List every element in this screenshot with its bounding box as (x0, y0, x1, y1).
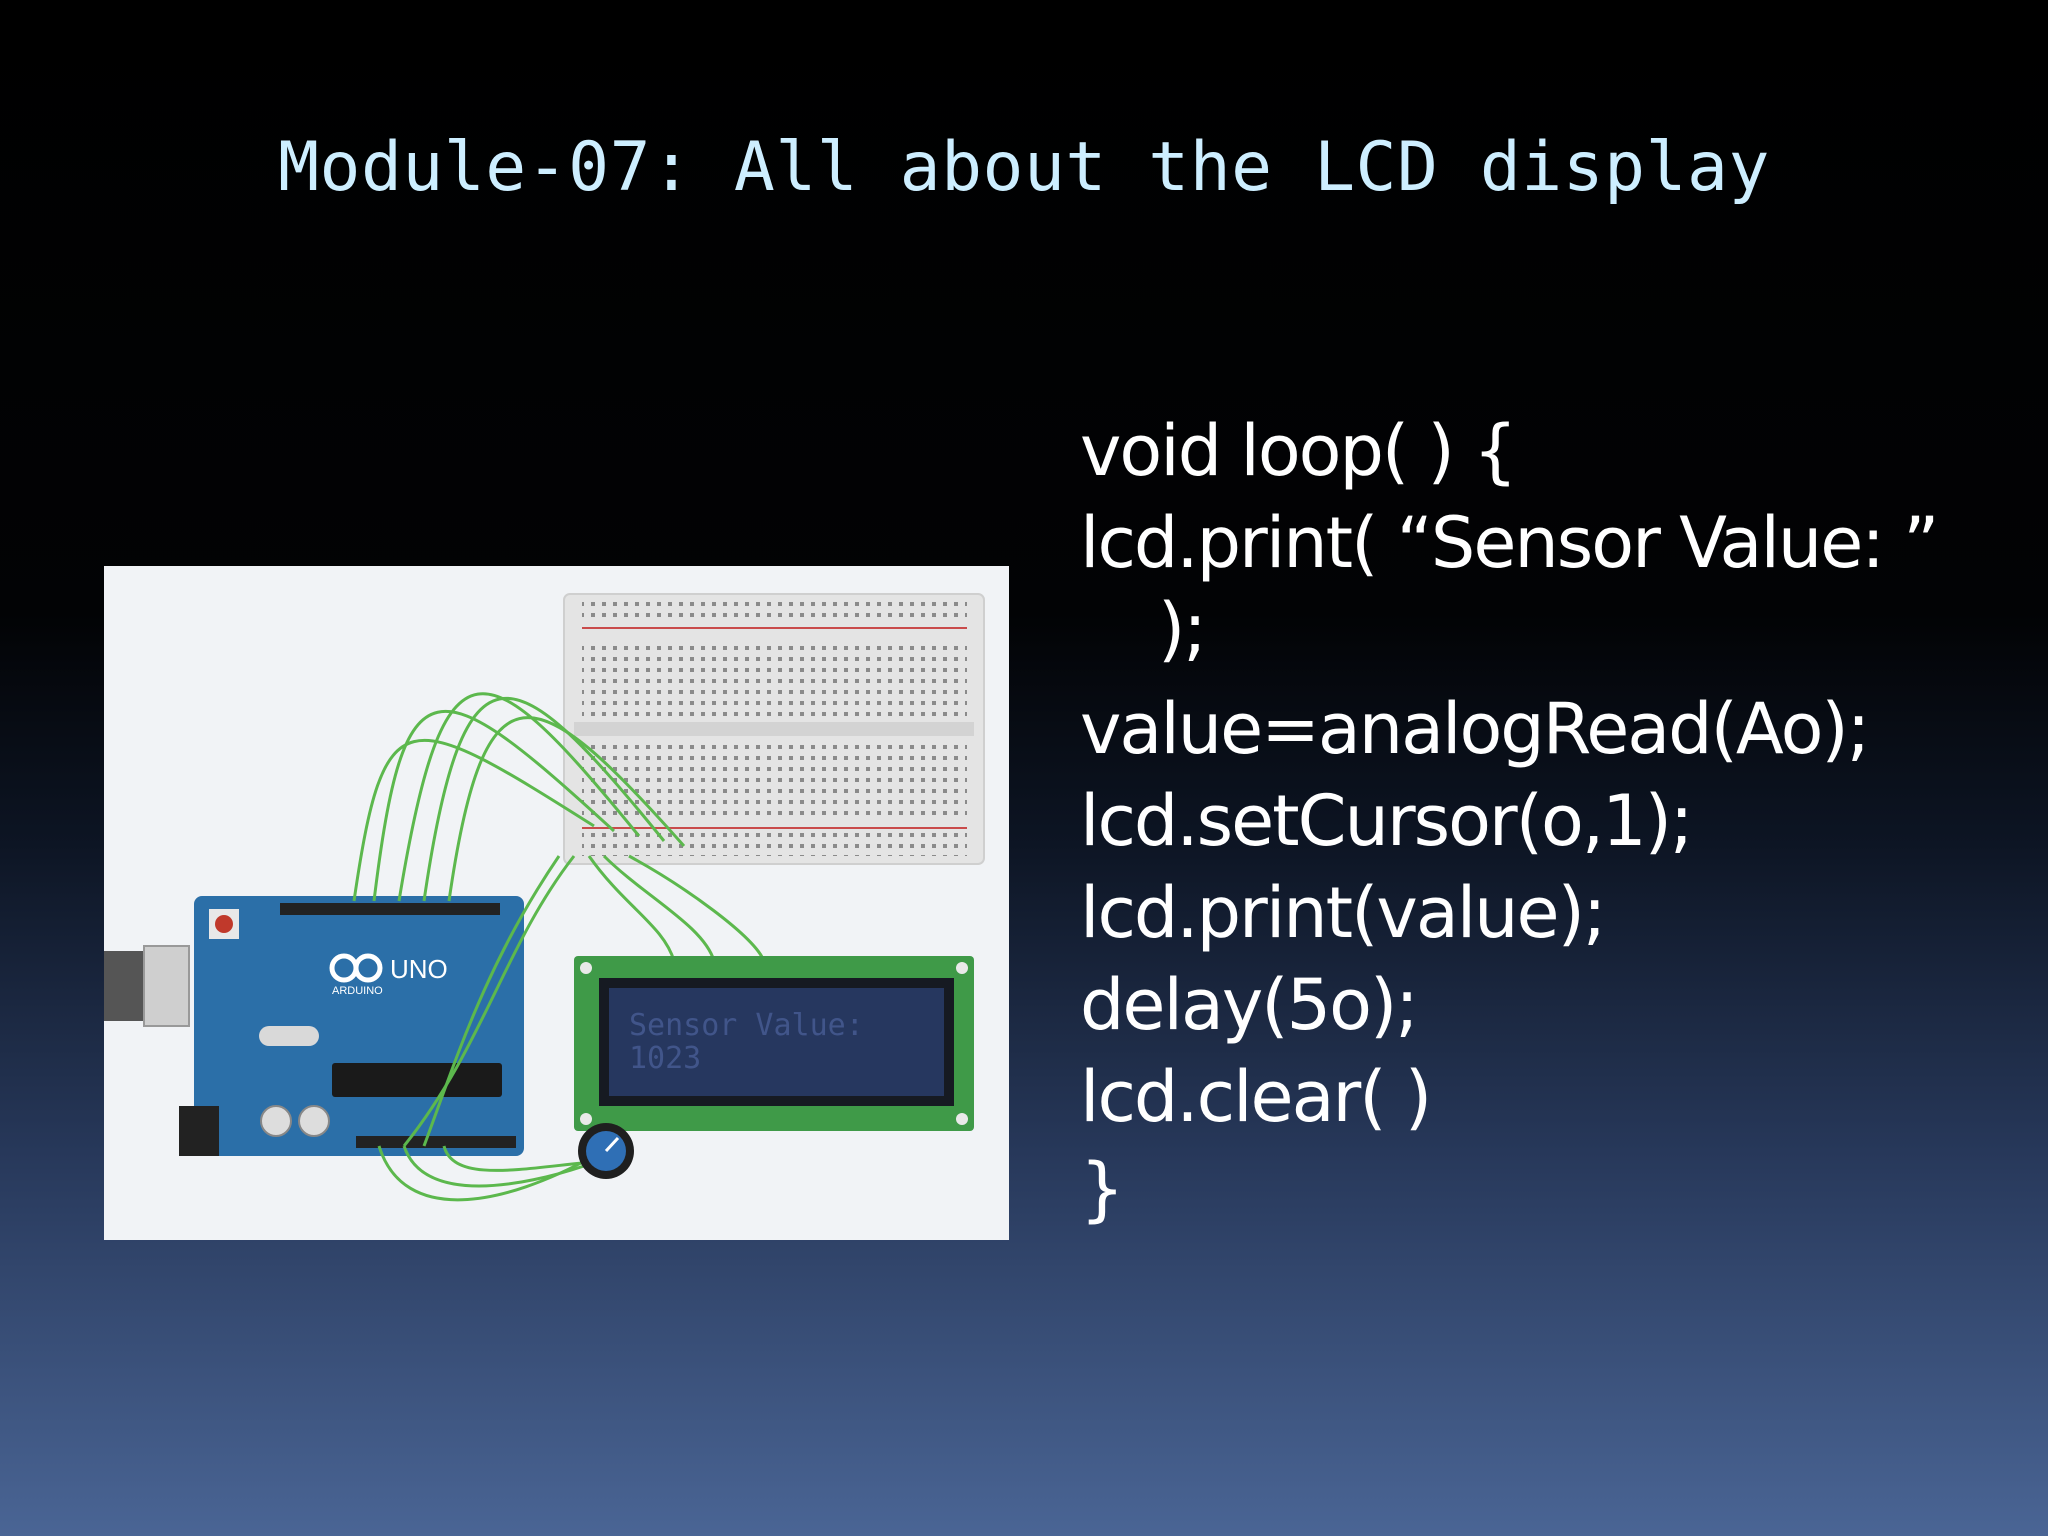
circuit-figure: UNO ARDUINO Sens (104, 566, 1009, 1240)
code-line-5: lcd.print(value); (1080, 872, 1607, 954)
arduino-board: UNO ARDUINO (179, 896, 524, 1156)
potentiometer (578, 1123, 634, 1179)
board-logo: UNO (390, 954, 448, 984)
code-line-7: lcd.clear( ) (1080, 1056, 1432, 1138)
lcd-line-2: 1023 (629, 1041, 701, 1076)
board-brand: ARDUINO (332, 985, 383, 997)
usb-connector (104, 945, 190, 1027)
code-line-2-cont: ); (1158, 588, 1207, 670)
code-line-2: lcd.print( “Sensor Value: ” ); (1080, 497, 1980, 669)
code-block: void loop( ) { lcd.print( “Sensor Value:… (1080, 405, 1980, 1235)
code-line-3: value=analogRead(Ao); (1080, 688, 1870, 770)
lcd-line-1: Sensor Value: (629, 1008, 864, 1043)
code-line-6: delay(5o); (1080, 964, 1419, 1046)
code-line-8: } (1080, 1148, 1125, 1230)
code-line-2-start: lcd.print( “Sensor Value: ” (1080, 502, 1939, 584)
code-line-4: lcd.setCursor(o,1); (1080, 780, 1694, 862)
code-line-1: void loop( ) { (1080, 410, 1518, 492)
slide-title: Module-07: All about the LCD display (278, 128, 1770, 207)
wires (352, 692, 766, 1202)
lcd-module: Sensor Value: 1023 (574, 956, 974, 1131)
